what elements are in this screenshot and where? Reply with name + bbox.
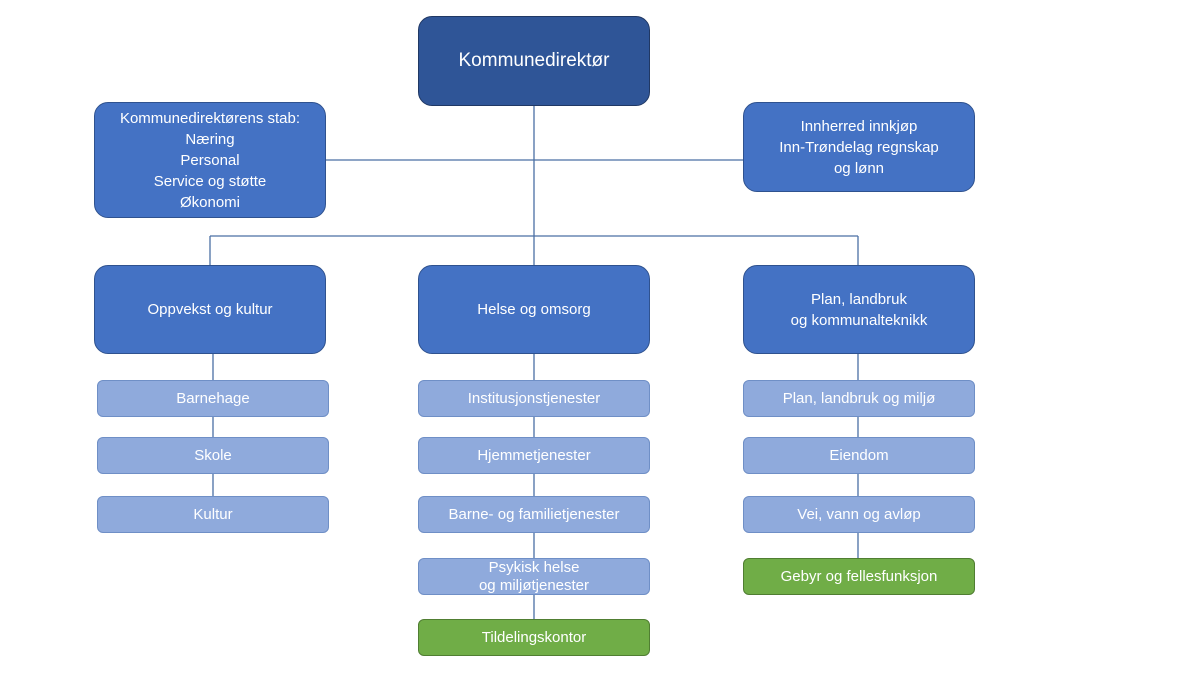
node-label: og miljøtjenester bbox=[478, 576, 590, 594]
node-label: Plan, landbruk og miljø bbox=[782, 390, 936, 407]
node-unit-kultur: Kultur bbox=[97, 496, 329, 533]
node-label: Oppvekst og kultur bbox=[147, 301, 273, 318]
node-unit-barne-familietjenester: Barne- og familietjenester bbox=[418, 496, 650, 533]
node-label: Næring bbox=[185, 130, 235, 148]
node-label: Skole bbox=[194, 447, 232, 464]
node-unit-psykisk-helse: Psykisk helse og miljøtjenester bbox=[418, 558, 650, 595]
node-unit-tildelingskontor: Tildelingskontor bbox=[418, 619, 650, 656]
node-label: Personal bbox=[180, 151, 240, 169]
node-unit-hjemmetjenester: Hjemmetjenester bbox=[418, 437, 650, 474]
node-sector-helse-omsorg: Helse og omsorg bbox=[418, 265, 650, 354]
node-label: Institusjonstjenester bbox=[467, 390, 601, 407]
node-unit-vei-vann-avlop: Vei, vann og avløp bbox=[743, 496, 975, 533]
node-label: Tildelingskontor bbox=[481, 629, 587, 646]
node-unit-barnehage: Barnehage bbox=[97, 380, 329, 417]
node-label: Gebyr og fellesfunksjon bbox=[780, 568, 938, 585]
node-label: Barne- og familietjenester bbox=[448, 506, 620, 523]
node-unit-skole: Skole bbox=[97, 437, 329, 474]
node-label: Vei, vann og avløp bbox=[797, 506, 921, 523]
node-sector-oppvekst-kultur: Oppvekst og kultur bbox=[94, 265, 326, 354]
node-label: Psykisk helse bbox=[488, 558, 580, 576]
node-staff: Kommunedirektørens stab: Næring Personal… bbox=[94, 102, 326, 218]
node-unit-institusjonstjenester: Institusjonstjenester bbox=[418, 380, 650, 417]
node-label: Innherred innkjøp bbox=[800, 117, 918, 135]
node-label: Kommunedirektør bbox=[458, 50, 610, 71]
node-kommunedirektor: Kommunedirektør bbox=[418, 16, 650, 106]
node-label: Inn-Trøndelag regnskap bbox=[779, 138, 939, 156]
node-label: Kultur bbox=[193, 506, 233, 523]
node-unit-plan-landbruk-miljo: Plan, landbruk og miljø bbox=[743, 380, 975, 417]
node-label: og lønn bbox=[833, 159, 885, 177]
node-external-services: Innherred innkjøp Inn-Trøndelag regnskap… bbox=[743, 102, 975, 192]
node-label: Hjemmetjenester bbox=[477, 447, 591, 464]
node-sector-plan-landbruk: Plan, landbruk og kommunalteknikk bbox=[743, 265, 975, 354]
node-label: Kommunedirektørens stab: bbox=[119, 109, 301, 127]
node-label: Økonomi bbox=[179, 193, 241, 211]
node-unit-gebyr-fellesfunksjon: Gebyr og fellesfunksjon bbox=[743, 558, 975, 595]
node-unit-eiendom: Eiendom bbox=[743, 437, 975, 474]
node-label: og kommunalteknikk bbox=[790, 311, 928, 329]
node-label: Helse og omsorg bbox=[477, 301, 591, 318]
node-label: Plan, landbruk bbox=[811, 290, 907, 308]
node-label: Barnehage bbox=[176, 390, 250, 407]
node-label: Service og støtte bbox=[153, 172, 267, 190]
node-label: Eiendom bbox=[829, 447, 889, 464]
